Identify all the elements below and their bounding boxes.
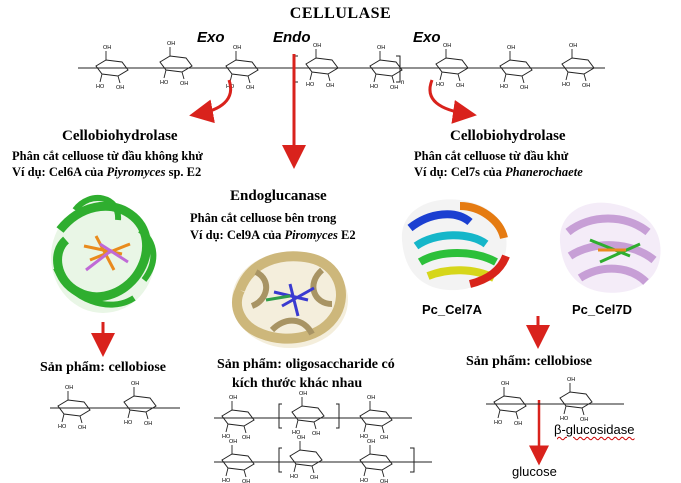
exo-left-label: Exo <box>197 29 225 46</box>
right-enzyme-example: Ví dụ: Cel7s của Phanerochaete <box>414 165 583 179</box>
center-product-line2: kích thước khác nhau <box>232 376 363 391</box>
center-enzyme-desc: Phân cắt celluose bên trong <box>190 211 337 225</box>
protein-pc-cel7a-structure <box>401 199 510 291</box>
left-enzyme-example: Ví dụ: Cel6A của Piyromyces sp. E2 <box>12 165 202 179</box>
beta-glucosidase-label: β-glucosidase <box>554 422 635 437</box>
oligosaccharide-structures <box>214 390 432 483</box>
protein-pc-cel7d-structure <box>559 202 661 293</box>
glucose-label: glucose <box>512 464 557 479</box>
right-enzyme-name: Cellobiohydrolase <box>450 128 566 144</box>
cellobiose-structure-right <box>486 376 624 428</box>
left-product: Sản phẩm: cellobiose <box>40 360 167 375</box>
pc-cel7d-caption: Pc_Cel7D <box>572 302 632 317</box>
diagram-title: CELLULASE <box>289 5 392 22</box>
right-product: Sản phẩm: cellobiose <box>466 354 593 369</box>
cellobiose-structure-left <box>50 380 180 432</box>
pc-cel7a-caption: Pc_Cel7A <box>422 302 482 317</box>
center-enzyme-name: Endoglucanase <box>230 188 327 204</box>
cellulose-chain: n <box>78 40 605 92</box>
center-product-line1: Sản phẩm: oligosaccharide có <box>217 357 395 372</box>
protein-cel6a-structure <box>51 195 157 313</box>
protein-cel9a-structure <box>231 251 348 348</box>
center-enzyme-example: Ví dụ: Cel9A của Piromyces E2 <box>190 228 356 242</box>
svg-text:n: n <box>401 80 404 86</box>
left-enzyme-desc: Phân cắt celluose từ đầu không khử <box>12 149 203 163</box>
endo-label: Endo <box>273 29 311 46</box>
exo-right-label: Exo <box>413 29 441 46</box>
right-enzyme-desc: Phân cắt celluose từ đầu khử <box>414 149 569 163</box>
left-enzyme-name: Cellobiohydrolase <box>62 128 178 144</box>
